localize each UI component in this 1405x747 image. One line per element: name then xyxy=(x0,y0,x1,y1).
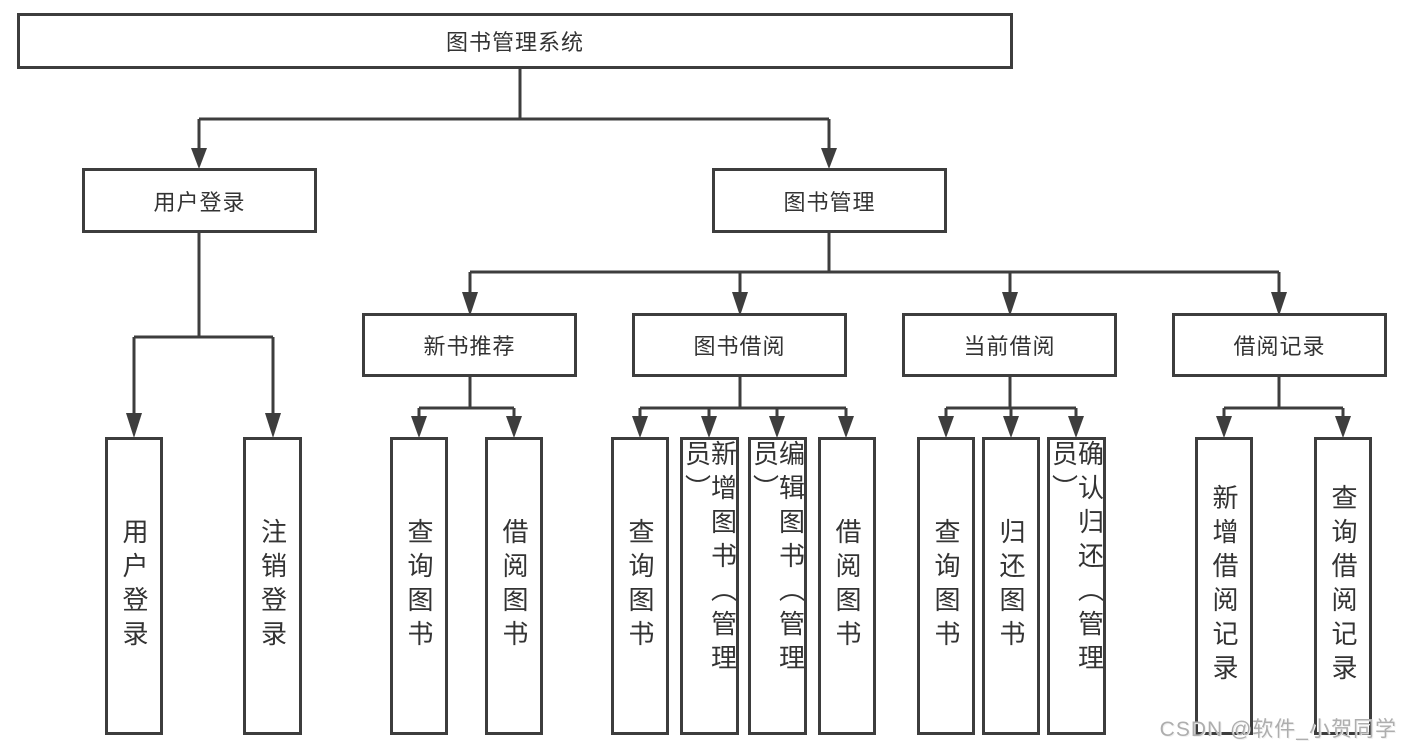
leaf-label: 注销登录 xyxy=(257,518,288,654)
leaf-label: 归还图书 xyxy=(996,518,1026,654)
leaf-label: 查询图书 xyxy=(931,518,961,654)
leaf-label: 用户登录 xyxy=(119,518,149,654)
node-label: 当前借阅 xyxy=(963,334,1056,359)
leaf-label: 查询借阅记录 xyxy=(1328,484,1358,688)
node-label: 图书管理系统 xyxy=(445,30,584,55)
leaf-confirm-return-admin: 确认归还（管理员） xyxy=(1047,437,1106,735)
node-label: 图书管理 xyxy=(783,189,876,215)
node-label: 借阅记录 xyxy=(1233,334,1326,359)
node-label: 图书借阅 xyxy=(693,334,786,359)
node-borrow-records: 借阅记录 xyxy=(1172,313,1387,377)
leaf-return-books: 归还图书 xyxy=(982,437,1040,735)
leaf-add-books-admin: 新增图书（管理员） xyxy=(680,437,739,735)
leaf-query-books-borrow: 查询图书 xyxy=(611,437,669,735)
leaf-label: 查询图书 xyxy=(625,518,655,654)
leaf-label: 新增图书（管理员） xyxy=(681,440,738,678)
leaf-label: 编辑图书（管理员） xyxy=(749,440,806,678)
leaf-edit-books-admin: 编辑图书（管理员） xyxy=(748,437,807,735)
leaf-logout: 注销登录 xyxy=(243,437,302,735)
leaf-user-login: 用户登录 xyxy=(105,437,163,735)
node-label: 新书推荐 xyxy=(423,334,516,359)
node-user-login: 用户登录 xyxy=(82,168,317,233)
leaf-add-borrow-record: 新增借阅记录 xyxy=(1195,437,1253,735)
node-book-borrow: 图书借阅 xyxy=(632,313,847,377)
node-book-management: 图书管理 xyxy=(712,168,947,233)
node-label: 用户登录 xyxy=(153,189,246,215)
node-library-management-system: 图书管理系统 xyxy=(17,13,1013,69)
leaf-query-books-recommend: 查询图书 xyxy=(390,437,448,735)
leaf-label: 借阅图书 xyxy=(832,518,862,654)
leaf-label: 确认归还（管理员） xyxy=(1048,440,1105,678)
leaf-label: 新增借阅记录 xyxy=(1209,484,1239,688)
leaf-borrow-books-recommend: 借阅图书 xyxy=(485,437,543,735)
leaf-query-borrow-record: 查询借阅记录 xyxy=(1314,437,1372,735)
leaf-label: 查询图书 xyxy=(404,518,434,654)
leaf-borrow-books: 借阅图书 xyxy=(818,437,876,735)
leaf-query-books-current: 查询图书 xyxy=(917,437,975,735)
csdn-watermark: CSDN @软件_小贺同学 xyxy=(1159,718,1397,741)
leaf-label: 借阅图书 xyxy=(499,518,529,654)
node-new-book-recommend: 新书推荐 xyxy=(362,313,577,377)
arrowheads xyxy=(126,148,1351,438)
node-current-borrow: 当前借阅 xyxy=(902,313,1117,377)
